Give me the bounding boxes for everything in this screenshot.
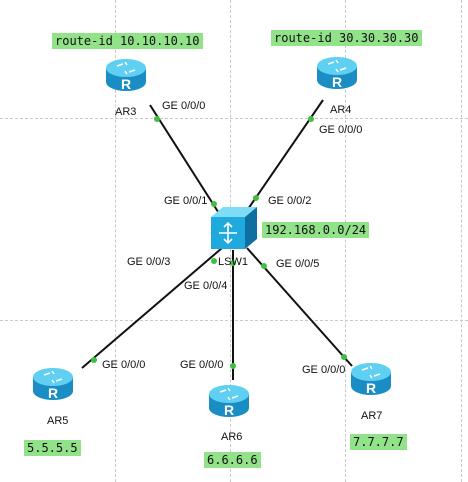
device-name-ar4: AR4 (330, 104, 352, 116)
router-icon[interactable]: R (348, 356, 394, 402)
port-label: GE 0/0/5 (276, 258, 320, 270)
note-ar4[interactable]: route-id 30.30.30.30 (271, 30, 422, 46)
port-dot (154, 116, 160, 122)
svg-text:R: R (332, 74, 342, 90)
port-label: GE 0/0/0 (102, 359, 146, 371)
link-ar5-lsw1 (81, 247, 223, 369)
device-name-lsw1: LSW1 (218, 256, 248, 268)
grid-line (0, 118, 468, 119)
grid-line (115, 0, 116, 482)
port-label: GE 0/0/2 (268, 195, 312, 207)
port-label: GE 0/0/0 (162, 100, 206, 112)
device-name-ar7: AR7 (361, 410, 383, 422)
grid-line (461, 0, 462, 482)
svg-text:R: R (121, 76, 131, 92)
device-name-ar6: AR6 (221, 431, 243, 443)
port-dot (230, 363, 236, 369)
port-label: GE 0/0/4 (184, 280, 228, 292)
port-dot (253, 195, 259, 201)
device-name-ar5: AR5 (47, 415, 69, 427)
port-label: GE 0/0/0 (180, 359, 224, 371)
port-dot (211, 258, 217, 264)
port-label: GE 0/0/1 (164, 195, 208, 207)
port-label: GE 0/0/0 (319, 124, 363, 136)
note-ar6[interactable]: 6.6.6.6 (204, 452, 261, 468)
port-dot (308, 116, 314, 122)
port-dot (341, 354, 347, 360)
device-name-ar3: AR3 (115, 106, 137, 118)
note-ar5[interactable]: 5.5.5.5 (24, 440, 81, 456)
svg-text:R: R (366, 380, 376, 396)
note-lsw1[interactable]: 192.168.0.0/24 (262, 222, 370, 238)
router-icon[interactable]: R (314, 50, 360, 96)
port-dot (211, 201, 217, 207)
svg-text:R: R (48, 385, 58, 401)
svg-text:R: R (224, 402, 234, 418)
port-label: GE 0/0/3 (127, 256, 171, 268)
port-dot (230, 260, 236, 266)
link-ar3-lsw1 (149, 104, 223, 219)
router-icon[interactable]: R (103, 52, 149, 98)
router-icon[interactable]: R (30, 361, 76, 407)
port-label: GE 0/0/0 (302, 364, 346, 376)
router-icon[interactable]: R (206, 378, 252, 424)
port-dot (91, 357, 97, 363)
switch-icon[interactable] (209, 205, 259, 251)
grid-line (345, 0, 346, 482)
port-dot (261, 263, 267, 269)
note-ar3[interactable]: route-id 10.10.10.10 (52, 33, 203, 49)
note-ar7[interactable]: 7.7.7.7 (350, 434, 407, 450)
